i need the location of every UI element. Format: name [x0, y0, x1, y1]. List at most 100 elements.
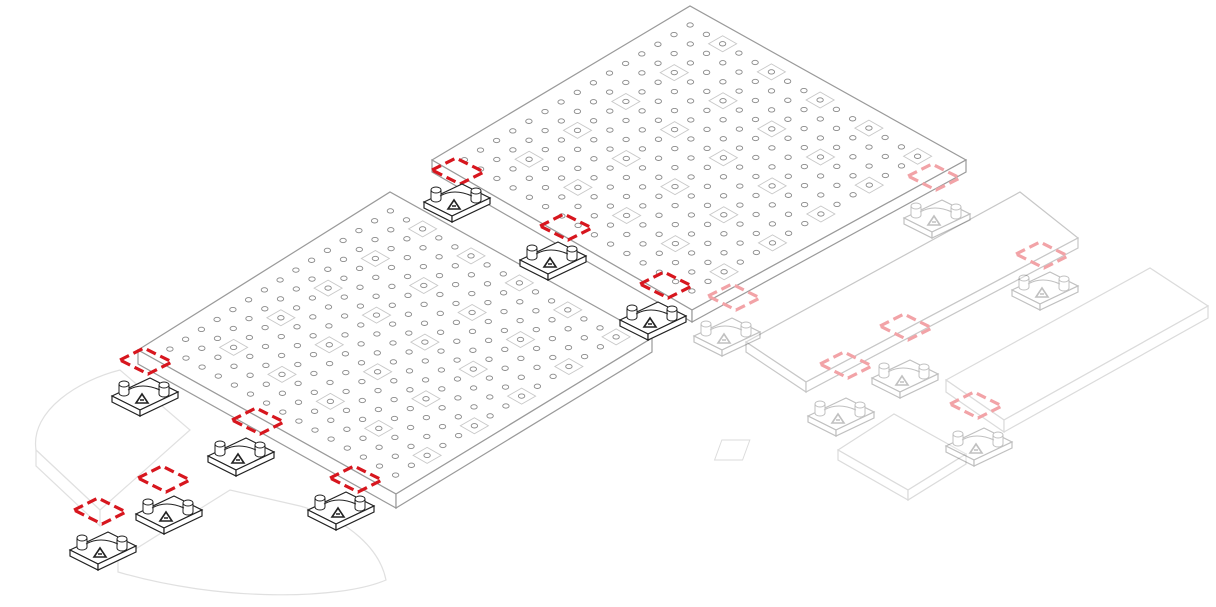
mounting-hole: [865, 125, 873, 131]
mounting-hole: [214, 354, 222, 360]
mounting-hole: [574, 184, 582, 191]
mounting-hole: [386, 208, 395, 214]
mounting-hole: [670, 69, 678, 76]
mounting-hole: [229, 344, 238, 351]
mounting-hole: [469, 366, 477, 372]
square-pocket: [562, 121, 593, 139]
mounting-hole: [589, 99, 598, 105]
mounting-hole: [735, 88, 743, 94]
mounting-hole: [557, 156, 566, 162]
mounting-hole: [671, 259, 680, 266]
mounting-hole: [720, 269, 728, 275]
mounting-hole: [752, 230, 760, 237]
mounting-hole: [388, 302, 396, 308]
mounting-hole: [502, 403, 510, 409]
square-pocket: [902, 147, 933, 165]
square-pocket: [265, 309, 296, 327]
mounting-hole: [784, 97, 792, 103]
mounting-hole: [517, 374, 525, 380]
mounting-hole: [718, 41, 727, 47]
mounting-hole: [454, 395, 462, 401]
mounting-hole: [655, 212, 663, 218]
mounting-hole: [406, 405, 414, 412]
mounting-hole: [687, 117, 695, 123]
square-pocket: [708, 149, 739, 167]
square-pocket: [805, 91, 836, 109]
mounting-hole: [767, 69, 776, 75]
mounting-hole: [372, 293, 380, 299]
mounting-hole: [574, 165, 582, 172]
mounting-hole: [276, 277, 284, 283]
mounting-hole: [483, 262, 491, 268]
mounting-hole: [638, 165, 647, 171]
mounting-hole: [435, 272, 444, 279]
mounting-hole: [686, 22, 694, 28]
mounting-hole: [589, 118, 598, 124]
mounting-hole: [373, 331, 381, 337]
mounting-hole: [622, 79, 630, 86]
mounting-hole: [437, 348, 445, 354]
mounting-hole: [509, 166, 517, 172]
mounting-hole: [735, 107, 743, 113]
mounting-hole: [182, 355, 190, 361]
mounting-hole: [670, 88, 679, 95]
mounting-hole: [311, 427, 319, 433]
mounting-hole: [437, 367, 446, 373]
mounting-hole: [373, 369, 382, 375]
mounting-hole: [622, 212, 631, 219]
mounting-hole: [767, 88, 776, 94]
mounting-hole: [768, 126, 776, 132]
square-pocket: [553, 357, 584, 376]
mounting-hole: [687, 155, 695, 161]
mounting-hole: [654, 98, 662, 104]
mounting-hole: [800, 87, 808, 94]
mounting-hole: [436, 329, 445, 335]
mounting-hole: [800, 163, 809, 170]
mounting-hole: [358, 378, 366, 385]
small-square-plate: [713, 413, 968, 502]
mounting-hole: [435, 235, 443, 241]
mounting-hole: [278, 371, 286, 378]
square-pocket: [708, 206, 739, 224]
square-pocket: [218, 338, 249, 356]
mounting-hole: [703, 202, 712, 209]
mounting-hole: [390, 415, 399, 422]
mounting-hole: [573, 108, 582, 115]
mounting-hole: [687, 250, 696, 256]
mounting-hole: [784, 192, 793, 198]
mounting-hole: [849, 135, 857, 141]
mounting-hole: [468, 328, 477, 335]
mounting-hole: [654, 136, 663, 142]
square-pocket: [709, 263, 740, 281]
square-pocket: [756, 63, 787, 81]
mounting-hole: [469, 385, 478, 391]
mounting-hole: [515, 280, 524, 286]
mounting-hole: [638, 146, 647, 152]
mounting-hole: [622, 98, 630, 105]
mounting-hole: [655, 250, 663, 256]
mounting-hole: [784, 116, 792, 122]
mounting-hole: [197, 326, 206, 333]
mounting-hole: [702, 31, 711, 38]
mounting-hole: [309, 351, 318, 358]
mounting-hole: [736, 240, 744, 246]
square-pocket: [805, 148, 836, 166]
mounting-hole: [703, 88, 711, 95]
mounting-hole: [500, 327, 509, 334]
mounting-hole: [670, 126, 679, 133]
mounting-hole: [686, 79, 695, 85]
mounting-hole: [389, 359, 398, 365]
mounting-hole: [532, 326, 540, 333]
mounting-hole: [881, 172, 890, 179]
mounting-hole: [325, 342, 333, 348]
mounting-hole: [356, 303, 365, 309]
mounting-hole: [278, 390, 287, 396]
mounting-hole: [374, 387, 382, 394]
square-pocket: [411, 390, 441, 408]
mounting-hole: [719, 117, 727, 123]
mounting-hole: [372, 312, 381, 318]
mounting-hole: [704, 259, 712, 266]
square-pocket: [707, 35, 738, 53]
mounting-hole: [549, 354, 557, 361]
large-plate-back: [430, 5, 968, 324]
